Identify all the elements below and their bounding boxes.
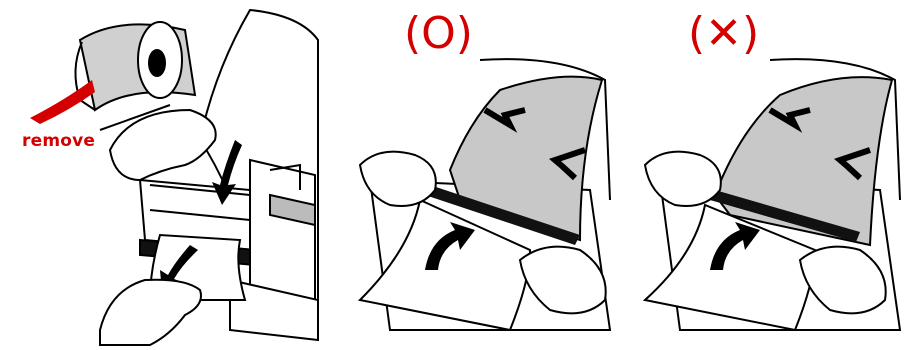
label-sheet bbox=[448, 75, 604, 242]
paper-guide bbox=[710, 190, 860, 242]
correct-mark: (O) bbox=[404, 8, 473, 59]
feed-arrow-icon bbox=[710, 222, 760, 270]
left-hand bbox=[643, 150, 722, 207]
paper-guide bbox=[425, 185, 580, 245]
push-right-arrow-icon bbox=[483, 107, 526, 133]
remove-backing-illustration bbox=[30, 8, 319, 346]
incorrect-loading-panel: (✕) bbox=[620, 0, 904, 350]
right-hand bbox=[518, 245, 607, 315]
push-left-arrow-icon bbox=[549, 147, 586, 181]
right-hand bbox=[798, 245, 887, 315]
left-hand bbox=[358, 150, 437, 207]
push-left-arrow-icon bbox=[834, 147, 871, 181]
step-remove-backing-panel: remove bbox=[0, 0, 320, 350]
peel-arrow-icon bbox=[30, 80, 95, 124]
incorrect-loading-illustration bbox=[642, 58, 902, 332]
feed-arrow-icon bbox=[425, 222, 475, 270]
remove-label: remove bbox=[22, 131, 96, 151]
correct-loading-illustration bbox=[357, 58, 612, 332]
incorrect-mark: (✕) bbox=[688, 8, 760, 59]
correct-loading-panel: (O) bbox=[330, 0, 620, 350]
insert-arrow-icon bbox=[212, 140, 242, 205]
push-right-arrow-icon bbox=[768, 107, 811, 133]
lower-hand bbox=[99, 278, 202, 346]
upper-hand bbox=[108, 108, 217, 182]
label-roll bbox=[39, 21, 197, 121]
